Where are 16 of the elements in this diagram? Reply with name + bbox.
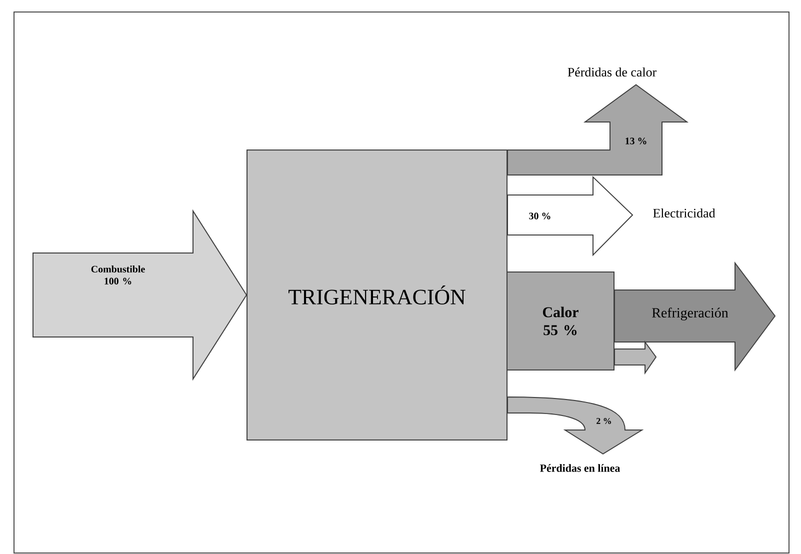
process-box: TRIGENERACIÓN: [246, 150, 508, 440]
block-arrow: [507, 84, 689, 176]
block-arrow: [32, 209, 248, 381]
edge-label: 2 %: [596, 418, 611, 424]
edge-label: 30 %: [529, 212, 550, 220]
output-label: Electricidad: [653, 208, 716, 218]
block-arrow: [507, 176, 634, 256]
heat-box: Calor 55 %: [506, 272, 614, 370]
edge-label: 13 %: [626, 138, 646, 144]
block-arrow: [614, 262, 776, 372]
edge-label: Refrigeración: [652, 308, 728, 320]
edge-label: Combustible 100 %: [91, 265, 145, 284]
output-label: Pérdidas de calor: [568, 67, 656, 77]
block-arrow: [507, 396, 642, 454]
block-arrow: [614, 340, 657, 375]
output-label: Pérdidas en línea: [540, 464, 620, 472]
